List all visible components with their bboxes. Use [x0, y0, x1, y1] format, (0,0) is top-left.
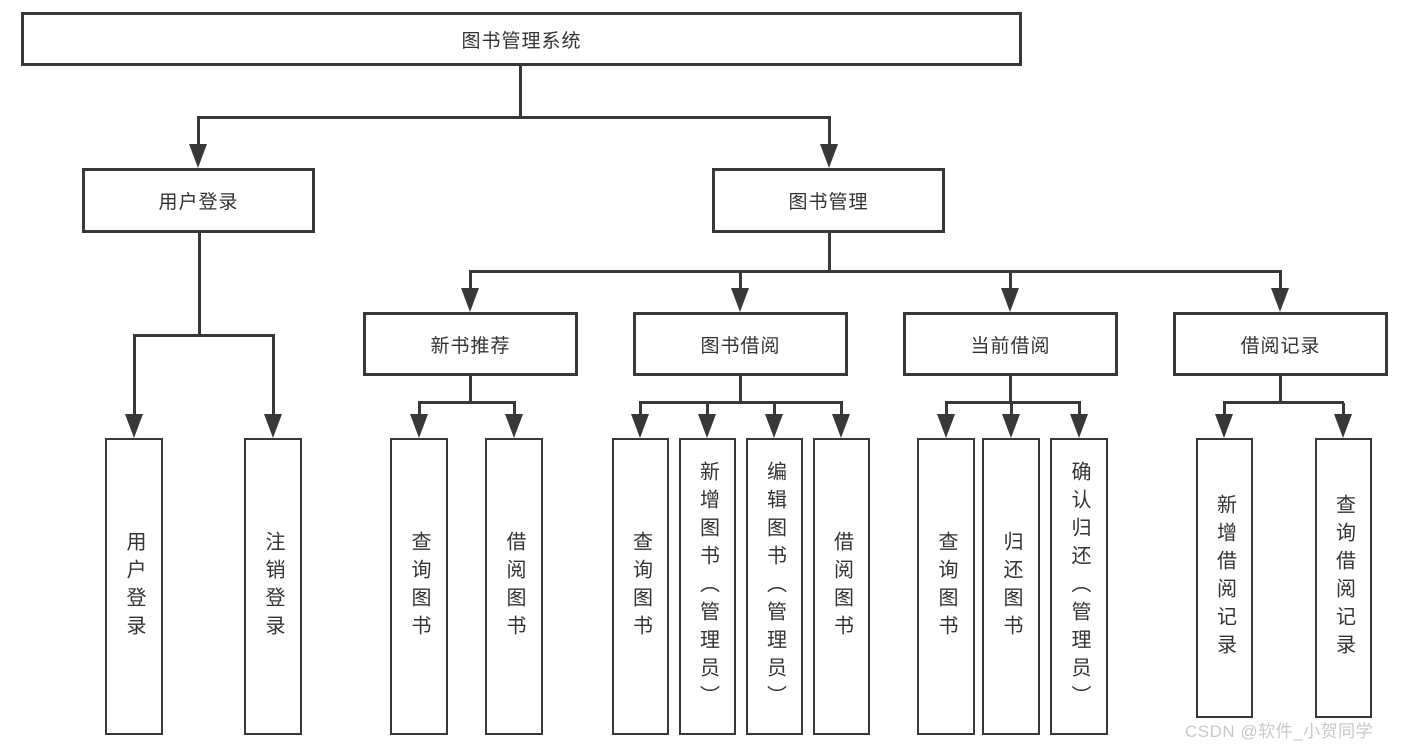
leaf-query-books-current: 查询图书	[917, 438, 975, 735]
arrow-down-icon	[820, 117, 838, 168]
arrow-down-icon	[1334, 403, 1352, 438]
leaf-label: 借阅图书	[830, 530, 853, 643]
connector-line	[197, 116, 831, 119]
leaf-borrow-books-recommend: 借阅图书	[485, 438, 543, 735]
leaf-label: 查询借阅记录	[1332, 494, 1355, 662]
arrow-down-icon	[1070, 403, 1088, 438]
leaf-label: 新增图书（管理员）	[696, 460, 719, 713]
node-user-login: 用户登录	[82, 168, 315, 233]
connector-line	[828, 233, 831, 273]
leaf-add-book-admin: 新增图书（管理员）	[679, 438, 736, 735]
leaf-query-books-borrow: 查询图书	[612, 438, 669, 735]
node-current-borrow: 当前借阅	[903, 312, 1118, 376]
node-library-system: 图书管理系统	[21, 12, 1022, 66]
arrow-down-icon	[410, 403, 428, 438]
arrow-down-icon	[937, 403, 955, 438]
arrow-down-icon	[1002, 403, 1020, 438]
arrow-down-icon	[1001, 272, 1019, 312]
node-new-book-recommend: 新书推荐	[363, 312, 578, 376]
leaf-edit-book-admin: 编辑图书（管理员）	[746, 438, 803, 735]
node-borrow-records: 借阅记录	[1173, 312, 1388, 376]
arrow-down-icon	[125, 336, 143, 438]
arrow-down-icon	[832, 403, 850, 438]
node-label: 图书管理	[788, 192, 869, 213]
node-label: 图书借阅	[700, 335, 781, 357]
leaf-add-borrow-record: 新增借阅记录	[1196, 438, 1253, 718]
watermark: CSDN @软件_小贺同学	[1185, 722, 1374, 741]
connector-line	[198, 233, 201, 337]
arrow-down-icon	[731, 272, 749, 312]
arrow-down-icon	[505, 403, 523, 438]
connector-line	[519, 66, 522, 119]
arrow-down-icon	[264, 336, 282, 438]
connector-line	[945, 401, 1081, 404]
leaf-query-books-recommend: 查询图书	[390, 438, 448, 735]
arrow-down-icon	[189, 117, 207, 168]
leaf-logout: 注销登录	[244, 438, 302, 735]
leaf-label: 查询图书	[629, 530, 652, 643]
arrow-down-icon	[1271, 272, 1289, 312]
connector-line	[469, 376, 472, 404]
leaf-label: 用户登录	[123, 530, 145, 643]
leaf-label: 编辑图书（管理员）	[763, 460, 786, 713]
arrow-down-icon	[1215, 403, 1233, 438]
connector-line	[469, 270, 1282, 273]
arrow-down-icon	[631, 403, 649, 438]
leaf-label: 查询图书	[408, 530, 430, 643]
connector-line	[639, 401, 843, 404]
node-label: 新书推荐	[430, 335, 511, 357]
node-label: 借阅记录	[1240, 335, 1321, 357]
connector-line	[418, 401, 516, 404]
leaf-label: 新增借阅记录	[1213, 494, 1236, 662]
connector-line	[1223, 401, 1344, 404]
connector-line	[1279, 376, 1282, 404]
node-book-borrow: 图书借阅	[633, 312, 848, 376]
arrow-down-icon	[698, 403, 716, 438]
connector-line	[133, 334, 275, 337]
leaf-user-login: 用户登录	[105, 438, 163, 735]
leaf-label: 注销登录	[262, 530, 284, 643]
leaf-label: 借阅图书	[503, 530, 525, 643]
node-label: 当前借阅	[970, 335, 1051, 357]
leaf-borrow-books: 借阅图书	[813, 438, 870, 735]
node-label: 用户登录	[158, 192, 239, 213]
leaf-return-book: 归还图书	[982, 438, 1040, 735]
connector-line	[739, 376, 742, 404]
node-label: 图书管理系统	[461, 30, 582, 52]
connector-line	[1009, 376, 1012, 404]
leaf-label: 归还图书	[1000, 530, 1022, 643]
leaf-query-borrow-record: 查询借阅记录	[1315, 438, 1372, 718]
leaf-label: 确认归还（管理员）	[1068, 460, 1090, 713]
leaf-label: 查询图书	[935, 530, 957, 643]
leaf-confirm-return-admin: 确认归还（管理员）	[1050, 438, 1108, 735]
arrow-down-icon	[765, 403, 783, 438]
arrow-down-icon	[461, 272, 479, 312]
node-book-management: 图书管理	[712, 168, 945, 233]
